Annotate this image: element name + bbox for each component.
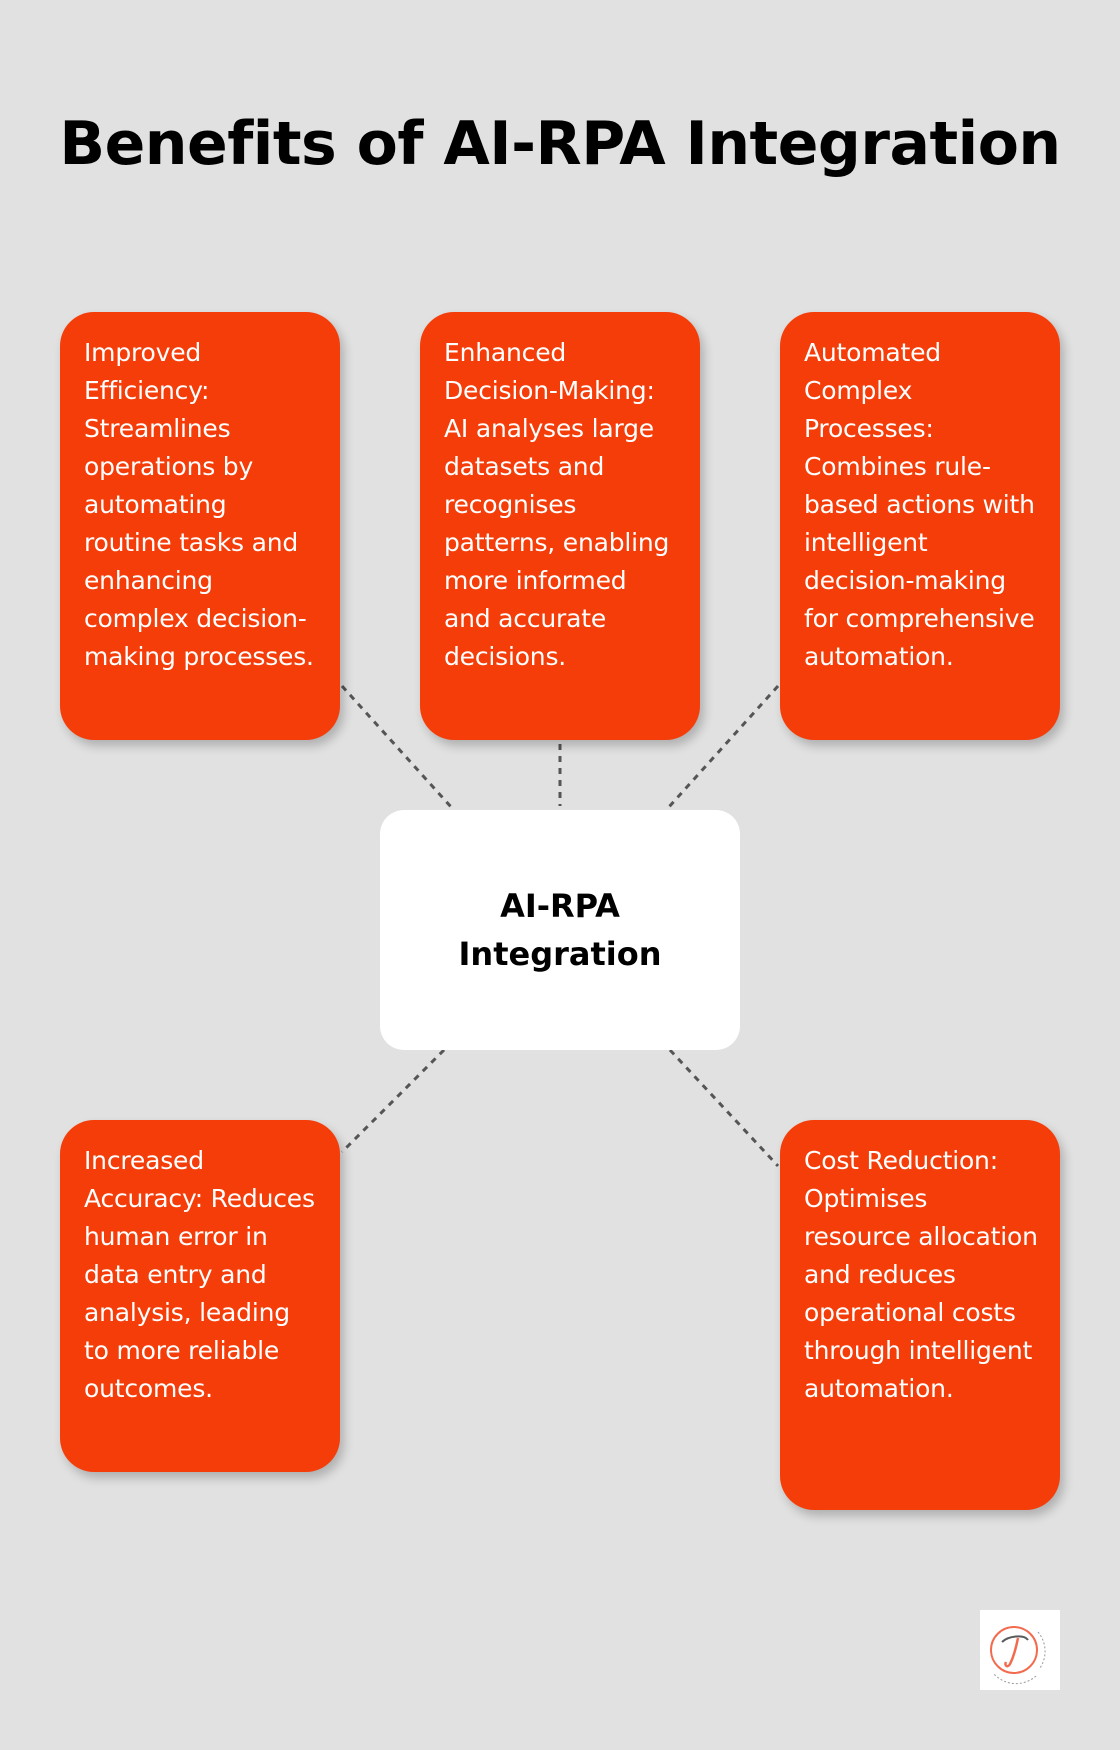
benefit-box-enhanced-decision-making: Enhanced Decision-Making: AI analyses la… [420,312,700,740]
page-title: Benefits of AI-RPA Integration [59,109,1061,179]
center-label: AI-RPA Integration [458,887,662,973]
benefit-box-cost-reduction: Cost Reduction: Optimises resource alloc… [780,1120,1060,1510]
connector-bottom-left [340,1048,446,1154]
center-node: AI-RPA Integration [380,810,740,1050]
benefit-text: Cost Reduction: Optimises resource alloc… [804,1146,1038,1403]
brand-logo [980,1610,1060,1690]
benefit-box-automated-complex-processes: Automated Complex Processes: Combines ru… [780,312,1060,740]
benefit-text: Enhanced Decision-Making: AI analyses la… [444,338,670,671]
connector-top-right [666,684,780,810]
logo-icon [990,1626,1046,1685]
connector-bottom-right [668,1048,780,1168]
benefit-box-increased-accuracy: Increased Accuracy: Reduces human error … [60,1120,340,1472]
benefit-text: Automated Complex Processes: Combines ru… [804,338,1035,671]
benefit-box-improved-efficiency: Improved Efficiency: Streamlines operati… [60,312,340,740]
benefit-text: Increased Accuracy: Reduces human error … [84,1146,315,1403]
benefit-text: Improved Efficiency: Streamlines operati… [84,338,314,671]
connector-top-left [340,684,454,810]
